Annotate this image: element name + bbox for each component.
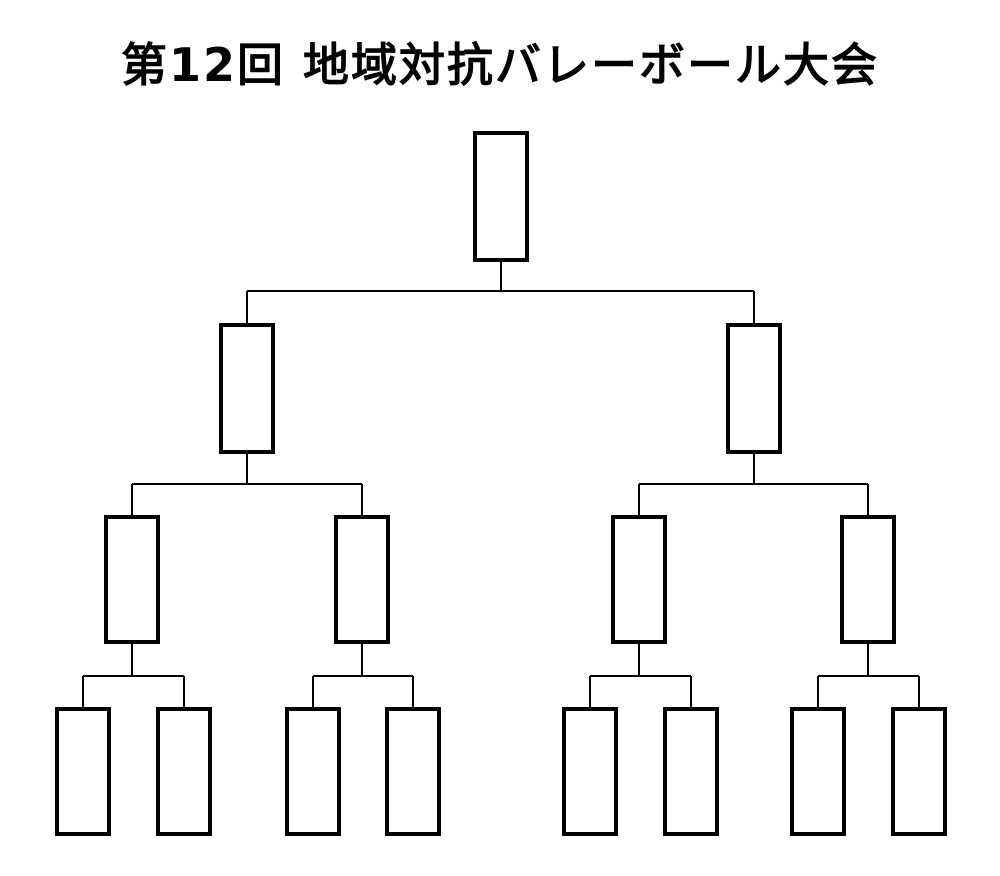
connector-semifinal-right bbox=[638, 452, 869, 517]
team-slot-5[interactable] bbox=[562, 707, 618, 836]
team-slot-1[interactable] bbox=[55, 707, 111, 836]
team-slot-7[interactable] bbox=[790, 707, 846, 836]
connector-final bbox=[246, 260, 755, 325]
final-slot-right[interactable] bbox=[726, 323, 782, 454]
connector-round1-d bbox=[817, 642, 920, 709]
final-slot-left[interactable] bbox=[219, 323, 275, 454]
semifinal-slot-3[interactable] bbox=[611, 515, 667, 644]
semifinal-slot-2[interactable] bbox=[334, 515, 390, 644]
page-title: 第12回 地域対抗バレーボール大会 bbox=[120, 38, 880, 92]
connector-round1-b bbox=[312, 642, 414, 709]
connector-semifinal-left bbox=[131, 452, 363, 517]
semifinal-slot-1[interactable] bbox=[104, 515, 160, 644]
team-slot-4[interactable] bbox=[385, 707, 441, 836]
team-slot-6[interactable] bbox=[663, 707, 719, 836]
team-slot-8[interactable] bbox=[891, 707, 947, 836]
team-slot-2[interactable] bbox=[156, 707, 212, 836]
team-slot-3[interactable] bbox=[285, 707, 341, 836]
semifinal-slot-4[interactable] bbox=[840, 515, 896, 644]
champion-slot[interactable] bbox=[473, 131, 529, 262]
connector-round1-a bbox=[82, 642, 185, 709]
connector-round1-c bbox=[589, 642, 692, 709]
